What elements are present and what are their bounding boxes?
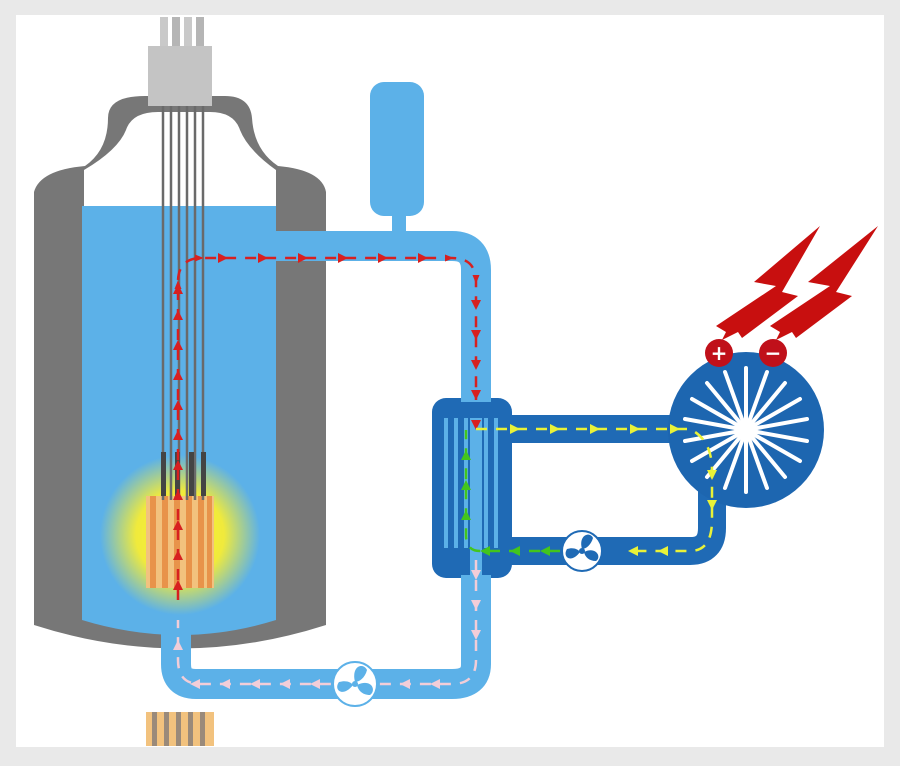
lightning-bolt-icon (716, 226, 878, 340)
condensate-arrows (464, 430, 560, 553)
fan-pump-icon (332, 661, 378, 707)
negative-terminal-label: − (765, 341, 782, 365)
fan-pump-icon (561, 530, 603, 572)
fuel-assembly (146, 496, 214, 588)
secondary-pump (561, 530, 603, 572)
green-arrowheads (461, 450, 550, 556)
turbine-generator (668, 352, 824, 508)
red-arrowheads (173, 253, 481, 590)
hot-coolant-arrows (174, 254, 480, 600)
cool-coolant-arrows (176, 560, 478, 686)
pink-arrowheads (173, 570, 481, 689)
positive-terminal-label: + (711, 341, 728, 365)
primary-pump (332, 661, 378, 707)
positive-terminal: + (705, 339, 733, 367)
steam-arrows (476, 427, 714, 553)
negative-terminal: − (759, 339, 787, 367)
spare-fuel-bundle (146, 712, 214, 746)
control-rod-drive (148, 17, 212, 106)
yellow-arrowheads (510, 424, 717, 556)
